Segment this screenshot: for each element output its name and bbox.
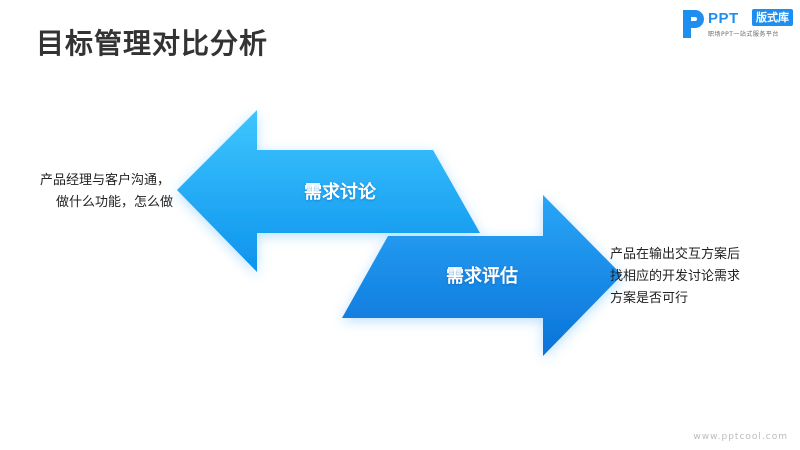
note-right-line1: 产品在输出交互方案后 (610, 247, 741, 262)
arrow-right-label: 需求评估 (446, 266, 518, 287)
watermark: www.pptcool.com (693, 432, 788, 442)
arrow-left-shape (177, 110, 480, 272)
brand-logo: PPT 版式库 职场PPT一站式服务平台 (680, 8, 794, 40)
logo-tagline: 职场PPT一站式服务平台 (708, 31, 779, 38)
note-left-line1: 产品经理与客户沟通， (40, 173, 171, 188)
arrow-right-shape (342, 195, 622, 356)
note-right-line3: 方案是否可行 (610, 291, 689, 306)
note-right: 产品在输出交互方案后 找相应的开发讨论需求 方案是否可行 (610, 244, 740, 310)
page-title: 目标管理对比分析 (36, 27, 269, 60)
note-left-line2: 做什么功能，怎么做 (56, 195, 174, 210)
note-right-line2: 找相应的开发讨论需求 (610, 269, 741, 284)
logo-p-icon (683, 10, 704, 38)
logo-brand-text: PPT (708, 10, 739, 27)
note-left: 产品经理与客户沟通， 做什么功能，怎么做 (40, 170, 173, 214)
logo-badge: 版式库 (752, 9, 793, 26)
arrow-left-label: 需求讨论 (304, 182, 376, 203)
